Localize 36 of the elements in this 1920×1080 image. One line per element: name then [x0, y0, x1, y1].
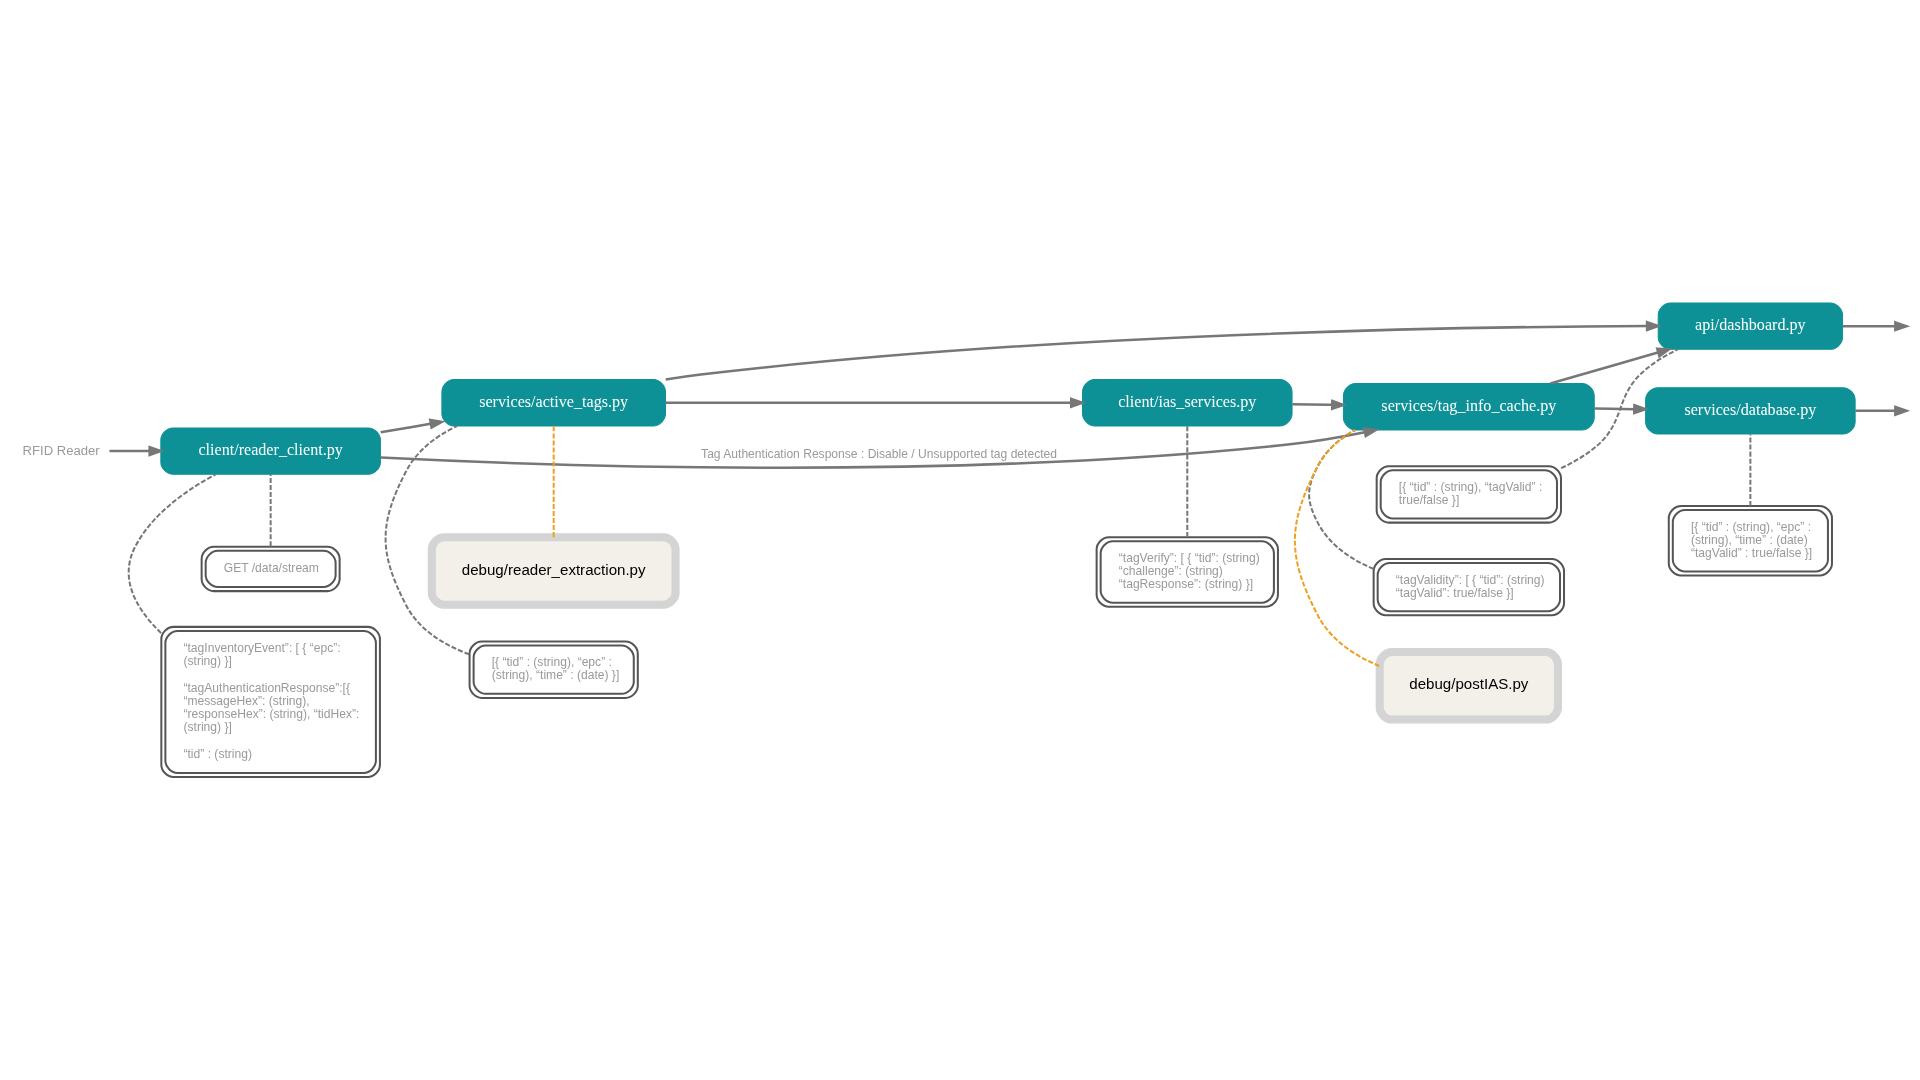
arrow [1855, 405, 1911, 417]
connector [1308, 429, 1374, 570]
connector [384, 425, 470, 656]
node-box: “tagValidity”: [ { “tid”: (string) “tagValid”: true/false }] [1372, 557, 1566, 617]
arrow [665, 320, 1662, 381]
node-box: GET /data/stream [200, 545, 341, 593]
connector [552, 426, 555, 538]
node-box: services/database.py [1645, 387, 1856, 435]
arrow [1549, 347, 1673, 385]
node-box: debug/postIAS.py [1375, 648, 1562, 724]
arrow [380, 418, 446, 434]
arrow [1842, 320, 1911, 332]
arrow [1292, 399, 1348, 411]
node-box: services/active_tags.py [441, 379, 666, 427]
connector [269, 474, 272, 547]
connector [1749, 434, 1752, 506]
node-box: [{ “tid” : (string), “tagValid” : true/false }] [1375, 465, 1562, 524]
arrow [1594, 403, 1650, 415]
node-box: client/ias_services.py [1082, 379, 1293, 427]
node-box: services/tag_info_cache.py [1342, 383, 1595, 431]
node-box: debug/reader_extraction.py [427, 533, 680, 609]
node-box: “tagVerify”: [ { “tid”: (string) “challenge”: (string) “tagResponse”: (string) }] [1095, 536, 1279, 608]
node-box: [{ “tid” : (string), “epc” : (string), “time” : (date) “tagValid” : true/false }] [1667, 505, 1833, 577]
node-box: api/dashboard.py [1657, 302, 1844, 350]
node-box: “tagInventoryEvent”: [ { “epc”: (string) }] “tagAuthenticationResponse”:[{ “messageHex”: (string), “responseHex”: (string), “tidHex”: (string) }] “tid” : (string) [160, 625, 381, 778]
node-text: RFID Reader [22, 442, 100, 458]
node-box: client/reader_client.py [160, 427, 381, 475]
arrow [109, 445, 165, 457]
arrow [380, 426, 1380, 469]
connector [1293, 429, 1380, 667]
arrow [665, 397, 1087, 409]
connector [1186, 426, 1189, 537]
node-box: [{ “tid” : (string), “epc” : (string), “time” : (date) }] [468, 640, 639, 699]
edge-label: Tag Authentication Response : Disable / Unsupported tag detected [701, 446, 1057, 461]
connector [127, 473, 217, 634]
connector [1560, 348, 1679, 470]
